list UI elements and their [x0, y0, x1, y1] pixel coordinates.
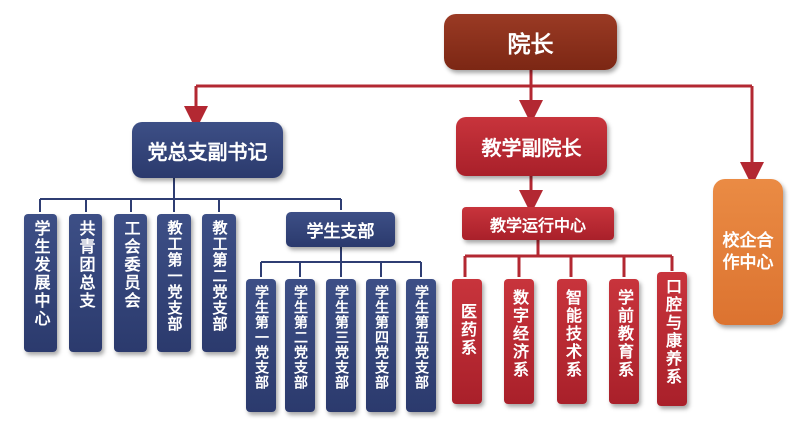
- dean-label: 院长: [507, 32, 554, 58]
- party-secretary-label: 党总支副书记: [147, 139, 268, 164]
- party-unit-label: 教工第一党支部: [165, 220, 184, 332]
- teaching-center-box: 教学运行中心: [462, 207, 614, 240]
- student-branch-label: 学生第五党支部: [413, 285, 429, 390]
- party-secretary-box: 党总支副书记: [132, 122, 283, 178]
- party-unit-faculty-branch-1: 教工第一党支部: [157, 214, 191, 352]
- student-branch-2: 学生第二党支部: [285, 279, 315, 412]
- party-unit-label: 教工第二党支部: [210, 220, 229, 332]
- vice-dean-label: 教学副院长: [481, 136, 582, 160]
- party-connectors: [39, 178, 422, 277]
- department-label: 医药系: [458, 303, 477, 357]
- student-branch-5: 学生第五党支部: [406, 279, 436, 412]
- party-unit-union: 工会委员会: [114, 214, 147, 352]
- department-label: 智能技术系: [563, 289, 582, 379]
- student-branch-label: 学生第四党支部: [373, 285, 389, 390]
- department-label: 数字经济系: [510, 289, 529, 379]
- student-branch-label: 学生第二党支部: [292, 285, 308, 390]
- student-branch-label: 学生支部: [306, 222, 375, 242]
- school-enterprise-center-box: 校企合作中心: [713, 179, 783, 325]
- department-label: 学前教育系: [615, 289, 634, 379]
- party-unit-label: 学生发展中心: [31, 220, 51, 328]
- dean-connectors: [184, 70, 764, 277]
- party-unit-youth-league: 共青团总支: [69, 214, 102, 352]
- party-unit-label: 工会委员会: [121, 220, 141, 310]
- department-digital-economy: 数字经济系: [504, 279, 534, 404]
- party-unit-student-development: 学生发展中心: [24, 214, 57, 352]
- school-enterprise-center-label: 校企合作中心: [722, 230, 774, 273]
- student-branch-box: 学生支部: [286, 212, 395, 247]
- department-preschool-education: 学前教育系: [609, 279, 639, 404]
- department-pharmacy: 医药系: [452, 279, 482, 404]
- department-label: 口腔与康养系: [663, 278, 682, 386]
- teaching-center-label: 教学运行中心: [489, 215, 586, 235]
- student-branch-4: 学生第四党支部: [366, 279, 396, 412]
- party-unit-faculty-branch-2: 教工第二党支部: [202, 214, 236, 352]
- student-branch-1: 学生第一党支部: [246, 279, 276, 412]
- department-intelligent-tech: 智能技术系: [557, 279, 587, 404]
- dean-box: 院长: [444, 14, 617, 70]
- department-stomatology-wellness: 口腔与康养系: [657, 272, 687, 406]
- party-unit-label: 共青团总支: [76, 220, 96, 310]
- student-branch-label: 学生第一党支部: [253, 285, 269, 390]
- vice-dean-box: 教学副院长: [456, 117, 607, 176]
- student-branch-3: 学生第三党支部: [326, 279, 356, 412]
- student-branch-label: 学生第三党支部: [333, 285, 349, 390]
